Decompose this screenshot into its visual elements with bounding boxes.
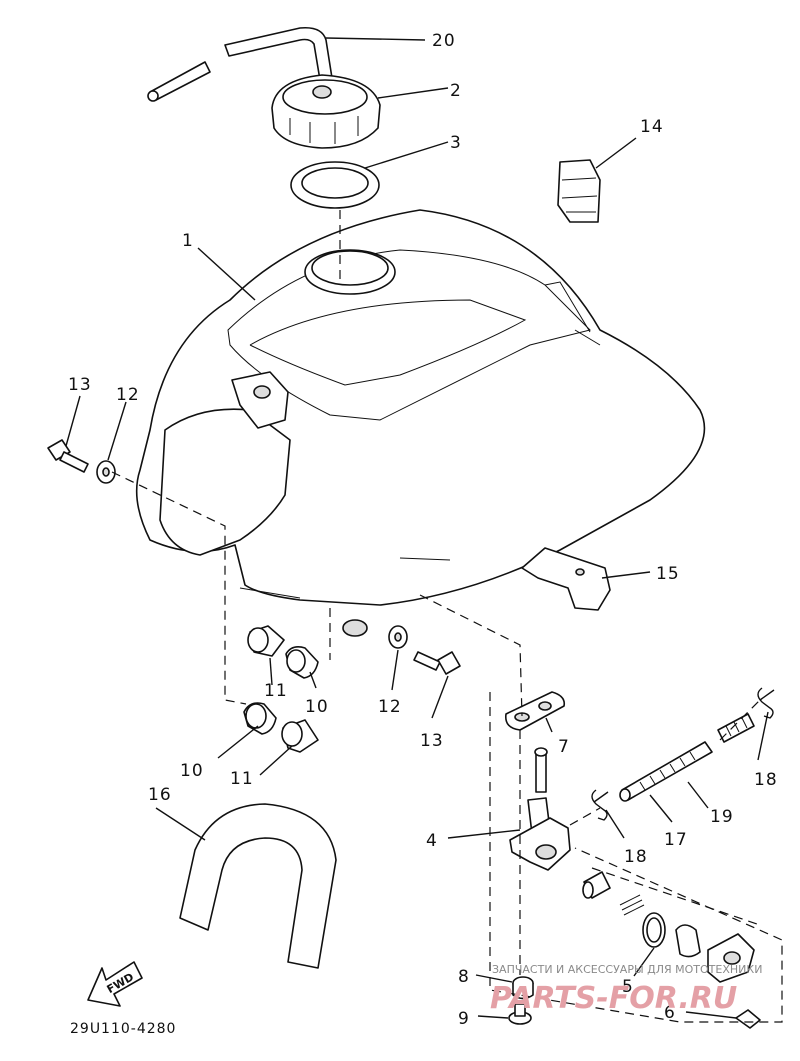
callout-13-left: 13 <box>68 375 92 395</box>
part-5-o-ring <box>642 912 666 948</box>
part-1-fuel-tank <box>135 209 706 637</box>
part-7-cock-gasket <box>504 691 566 731</box>
callout-18-upper: 18 <box>754 770 778 790</box>
part-2-fuel-cap <box>271 74 381 149</box>
part-cock-plunger <box>582 871 611 899</box>
part-6-screw <box>735 1009 761 1029</box>
callout-5: 5 <box>622 977 634 997</box>
part-12-washer-left <box>96 460 116 484</box>
callout-20: 20 <box>432 31 456 51</box>
part-13-bolt-left <box>47 439 89 473</box>
part-cock-plate <box>707 933 755 983</box>
callout-11-lower: 11 <box>230 769 254 789</box>
callout-13-right: 13 <box>420 731 444 751</box>
part-9-drain-screw <box>508 1003 532 1025</box>
watermark-logo: PARTS-FOR.RU <box>490 981 737 1016</box>
callout-7: 7 <box>558 737 570 757</box>
part-18-clip-upper <box>757 687 775 719</box>
part-10-grommet-upper <box>285 646 319 679</box>
leader-lines <box>65 37 769 1019</box>
callout-8: 8 <box>458 967 470 987</box>
part-12-washer-right <box>388 625 408 649</box>
callout-4: 4 <box>426 831 438 851</box>
part-4-fuel-cock <box>509 747 571 871</box>
callout-14: 14 <box>640 117 664 137</box>
part-18-clip-lower <box>591 789 609 821</box>
assembly-dashed-lines <box>111 210 783 1023</box>
part-14-tank-damper <box>557 159 601 223</box>
fwd-direction-arrow: FWD <box>87 961 143 1007</box>
part-15-tank-bracket <box>521 547 611 611</box>
callout-19: 19 <box>710 807 734 827</box>
callout-18-lower: 18 <box>624 847 648 867</box>
callout-labels: 20 2 3 14 1 13 12 15 11 10 12 13 7 18 10… <box>68 31 778 1029</box>
watermark-caption: ЗАПЧАСТИ И АКСЕССУАРЫ ДЛЯ МОТОТЕХНИКИ <box>492 963 762 976</box>
callout-3: 3 <box>450 133 462 153</box>
part-8-filter-cup-washer <box>512 976 534 1000</box>
part-cock-lever <box>675 924 701 958</box>
part-11-collar-upper <box>247 625 285 657</box>
part-17-spring <box>717 713 755 743</box>
callout-10-lower: 10 <box>180 761 204 781</box>
callout-12-left: 12 <box>116 385 140 405</box>
callout-9: 9 <box>458 1009 470 1029</box>
part-3-cap-gasket <box>290 161 380 209</box>
callout-17: 17 <box>664 830 688 850</box>
part-10-grommet-lower <box>243 702 277 735</box>
part-11-collar-lower <box>281 719 319 753</box>
drawing-code: 29U110-4280 <box>70 1021 176 1037</box>
callout-12-right: 12 <box>378 697 402 717</box>
part-13-bolt-right <box>413 651 461 675</box>
part-19-rod <box>619 741 713 802</box>
callout-1: 1 <box>182 231 194 251</box>
part-16-hose-protector <box>179 803 337 969</box>
callout-6: 6 <box>664 1003 676 1023</box>
part-cock-small-spring <box>619 894 645 916</box>
callout-11-upper: 11 <box>264 681 288 701</box>
callout-15: 15 <box>656 564 680 584</box>
callout-16: 16 <box>148 785 172 805</box>
callout-2: 2 <box>450 81 462 101</box>
callout-10-upper: 10 <box>305 697 329 717</box>
